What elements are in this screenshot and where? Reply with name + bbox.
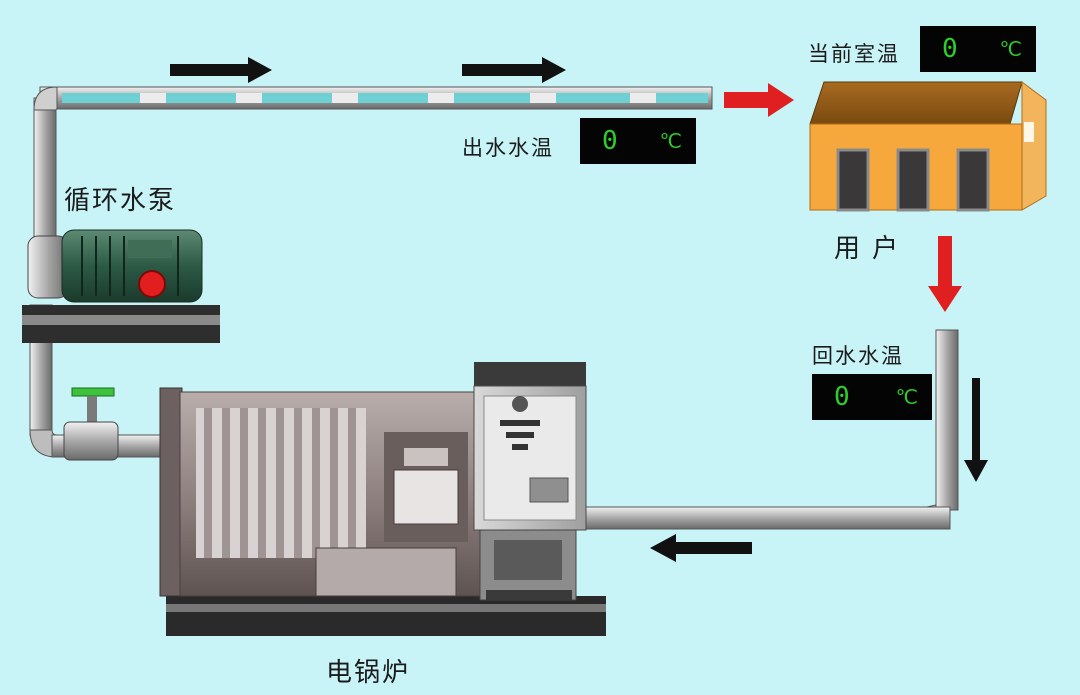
room-temp-value: 0	[942, 34, 958, 64]
return-temp-unit: ℃	[895, 385, 918, 409]
pipe-network	[29, 86, 959, 530]
user-label: 用户	[834, 234, 911, 264]
red-arrow-icon	[928, 236, 962, 312]
return-temp-value: 0	[834, 382, 850, 412]
outlet-temp-value: 0	[602, 126, 618, 156]
boiler-label: 电锅炉	[326, 658, 411, 688]
valve-icon	[63, 387, 119, 461]
return-temp-display: 0 ℃	[812, 374, 932, 420]
outlet-temp-label: 出水水温	[462, 136, 554, 160]
room-temp-unit: ℃	[999, 37, 1022, 61]
red-arrow-icon	[724, 83, 794, 117]
flow-arrow-icon	[170, 57, 272, 83]
outlet-temp-unit: ℃	[659, 129, 682, 153]
pump-icon	[22, 229, 220, 343]
room-temp-label: 当前室温	[808, 42, 900, 66]
house-icon	[809, 81, 1047, 212]
flow-arrow-icon	[462, 57, 566, 83]
flow-arrow-icon	[964, 378, 988, 482]
pump-label: 循环水泵	[64, 186, 177, 216]
room-temp-display: 0 ℃	[920, 26, 1036, 72]
outlet-temp-display: 0 ℃	[580, 118, 696, 164]
flow-arrow-icon	[650, 534, 752, 562]
boiler-icon	[159, 362, 606, 636]
return-temp-label: 回水水温	[812, 344, 904, 368]
